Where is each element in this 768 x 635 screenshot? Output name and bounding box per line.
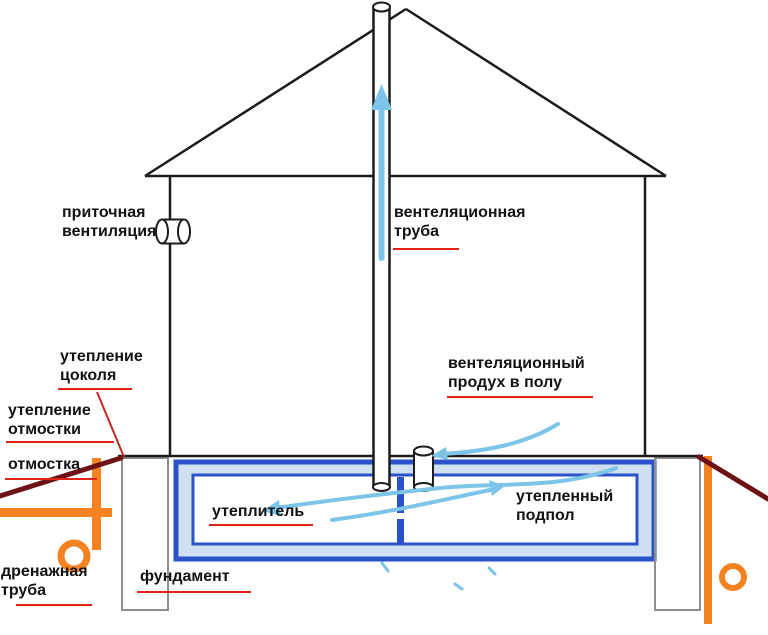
label-floor-vent-line2: продух в полу [448, 374, 562, 391]
airflow-arrows [262, 84, 618, 591]
label-blind-area-line1: отмостка [8, 456, 81, 473]
label-plinth-insulation-line2: цоколя [60, 367, 117, 384]
underline-insulation [209, 524, 313, 526]
roof-right-slope [405, 7, 667, 178]
supply-vent-stub [155, 218, 191, 245]
underfloor-flow-left [274, 466, 618, 510]
underline-drainage-pipe [16, 604, 92, 606]
orange-pipework [0, 456, 747, 624]
label-blind-area-insulation: утепление отмостки [8, 401, 91, 439]
blue-speck-3 [487, 566, 497, 576]
roof-left-slope [144, 7, 407, 178]
label-plinth-insulation: утепление цоколя [60, 347, 143, 385]
label-floor-vent: вентеляционный продух в полу [448, 354, 585, 392]
pipe-updraft-arrowhead [371, 84, 392, 110]
underline-ventilation-pipe [393, 248, 459, 250]
blue-speck-2 [453, 582, 464, 591]
blind-area-slab-left [0, 455, 124, 499]
blind-area-pipe-vertical-right [704, 456, 712, 624]
label-supply-ventilation-line2: вентиляция [62, 223, 157, 240]
label-blind-area-insulation-line2: отмостки [8, 421, 81, 438]
label-ventilation-pipe-line1: вентеляционная [394, 204, 526, 221]
underline-blind-area [5, 478, 97, 480]
label-insulation-line1: утеплитель [212, 503, 305, 520]
floor-partition-lower [397, 519, 404, 544]
label-drainage-pipe-line1: дренажная [1, 563, 88, 580]
label-insulation: утеплитель [212, 502, 304, 521]
underline-floor-vent [447, 396, 593, 398]
vent-label-leader [440, 422, 560, 456]
underfloor-left-arrowhead [262, 500, 281, 516]
floor-partition-upper [397, 477, 404, 513]
label-supply-ventilation: приточная вентиляция [62, 203, 156, 241]
label-drainage-pipe-line2: труба [1, 582, 47, 599]
underline-foundation [137, 591, 251, 593]
label-blind-area: отмостка [8, 455, 80, 474]
label-ventilation-pipe-line2: труба [394, 223, 440, 240]
blind-area-slab-right [696, 454, 768, 502]
label-blind-area-insulation-line1: утепление [8, 402, 91, 419]
pipe-bottom-end [372, 482, 391, 492]
blind-area-slabs [0, 454, 768, 502]
label-foundation-line1: фундамент [140, 568, 230, 585]
blind-area-pipe-horizontal [0, 508, 112, 517]
floor-vent-cylinder [413, 445, 434, 492]
label-supply-ventilation-line1: приточная [62, 204, 146, 221]
pipe-top-cap [372, 1, 391, 13]
label-ventilation-pipe: вентеляционная труба [394, 203, 525, 241]
underfloor-right-arrowhead [489, 480, 505, 496]
label-insulated-underfloor-line2: подпол [516, 507, 575, 524]
vent-leader-arrowhead [431, 447, 448, 460]
label-insulated-underfloor-line1: утепленный [516, 488, 614, 505]
label-foundation: фундамент [140, 567, 230, 586]
blue-speck-1 [380, 561, 390, 573]
underline-plinth-insulation [58, 388, 132, 390]
drainage-pipe-left [57, 539, 91, 573]
foundation-block-right [654, 457, 701, 611]
underline-blind-area-insulation [6, 441, 114, 443]
label-insulated-underfloor: утепленный подпол [516, 487, 613, 525]
foundation-block-left [121, 457, 169, 611]
label-drainage-pipe: дренажная труба [1, 562, 88, 600]
label-plinth-insulation-line1: утепление [60, 348, 143, 365]
blind-area-pipe-vertical-left [92, 458, 101, 550]
underfloor-flow-right [330, 488, 492, 522]
drainage-pipe-right [719, 563, 747, 591]
plinth-leader-line [96, 391, 125, 458]
label-floor-vent-line1: вентеляционный [448, 355, 585, 372]
